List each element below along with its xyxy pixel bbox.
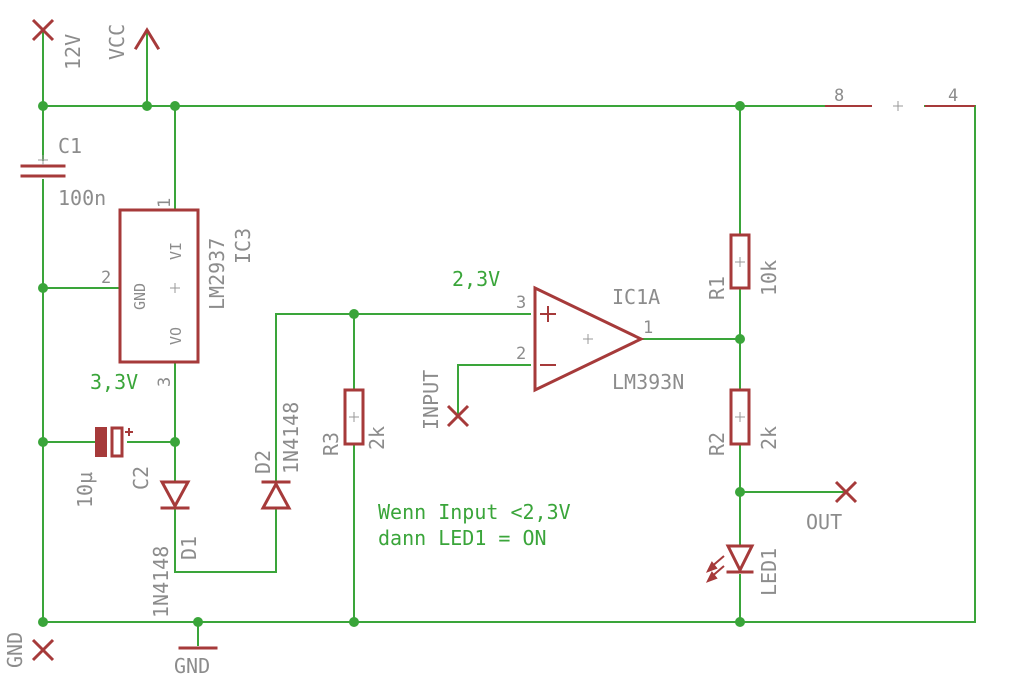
led-led1: LED1 [705, 544, 781, 596]
junction [142, 101, 152, 111]
supply-vcc: VCC [105, 24, 161, 60]
port-x-icon [834, 480, 858, 504]
junction [735, 334, 745, 344]
note-text: Wenn Input <2,3V dann LED1 = ON [378, 500, 571, 550]
ic3-pin-gnd: 2 [101, 268, 111, 288]
c1-value: 100n [58, 186, 106, 210]
net-label-3v3: 3,3V [90, 370, 138, 394]
ic3-label-vo: VO [167, 327, 185, 345]
led-light-arrow-icon [705, 571, 718, 583]
c2-name: C2 [129, 466, 153, 490]
label-out: OUT [806, 510, 842, 534]
port-input: INPUT [419, 370, 470, 430]
diode-triangle-icon [159, 480, 191, 510]
label-input: INPUT [419, 370, 443, 430]
port-out: OUT [806, 480, 858, 534]
diode-d2: D2 1N4148 [251, 402, 303, 510]
junction [735, 617, 745, 627]
c2-value: 10µ [73, 472, 97, 508]
ic1a-pin-minus: 2 [516, 344, 526, 364]
note-line-2: dann LED1 = ON [378, 526, 547, 550]
label-vcc: VCC [105, 24, 129, 60]
junction [170, 437, 180, 447]
d1-name: D1 [177, 536, 201, 560]
wire-ref [275, 313, 531, 481]
ic3-body [118, 208, 200, 364]
label-gnd-symbol: GND [174, 654, 210, 678]
junction [735, 101, 745, 111]
c2-positive-plate [110, 426, 124, 458]
junction [193, 617, 203, 627]
note-line-1: Wenn Input <2,3V [378, 500, 571, 524]
junctions [38, 101, 745, 627]
ic1a-pin-out: 1 [643, 318, 653, 338]
junction [38, 617, 48, 627]
resistor-r1: R1 10k [705, 233, 781, 300]
regulator-ic3: 1 2 3 VI GND VO LM2937 IC3 [101, 198, 255, 387]
r1-body [729, 233, 751, 290]
junction [170, 101, 180, 111]
gnd-symbol: GND [174, 646, 218, 678]
led1-name: LED1 [757, 548, 781, 596]
ic3-pin-vo: 3 [155, 377, 175, 387]
r3-name: R3 [319, 432, 343, 456]
r1-name: R1 [705, 276, 729, 300]
supply-gnd-left: GND [3, 632, 55, 668]
r1-value: 10k [757, 260, 781, 296]
comparator-triangle [533, 285, 645, 393]
label-gnd-left: GND [3, 632, 27, 668]
d2-name: D2 [251, 450, 275, 474]
r2-value: 2k [757, 426, 781, 450]
ic1-power-pins: 8 4 [825, 86, 975, 111]
pin-8-number: 8 [834, 86, 844, 106]
comparator-ic1a: 3 2 1 IC1A LM393N [516, 285, 684, 394]
d2-value: 1N4148 [279, 402, 303, 474]
resistor-r2: R2 2k [705, 388, 781, 456]
junction [38, 101, 48, 111]
vcc-arrow-icon [133, 27, 161, 51]
diode-triangle-icon [260, 480, 292, 510]
r3-body [343, 388, 365, 446]
r2-body [729, 388, 751, 446]
ic1a-pin-plus: 3 [516, 293, 526, 313]
d1-value: 1N4148 [149, 546, 173, 618]
capacitor-c1: C1 100n [20, 134, 106, 210]
diode-d1: D1 1N4148 [149, 480, 201, 618]
c2-negative-plate [95, 427, 107, 457]
pin-4-number: 4 [948, 86, 958, 106]
ic3-name: IC3 [231, 228, 255, 264]
junction [38, 283, 48, 293]
port-x-icon [31, 638, 55, 662]
capacitor-c2: 10µ C2 [73, 426, 153, 508]
led-light-arrow-icon [705, 561, 718, 573]
supply-12v: 12V [31, 18, 85, 70]
wire-d1-d2 [174, 509, 277, 573]
wire-input [457, 364, 531, 417]
net-label-2v3: 2,3V [452, 267, 500, 291]
ic3-pin-vi: 1 [155, 198, 175, 208]
port-x-icon [31, 18, 55, 42]
c1-name: C1 [58, 134, 82, 158]
label-12v: 12V [61, 34, 85, 70]
ic3-value: LM2937 [205, 238, 229, 310]
ic1a-value: LM393N [612, 370, 684, 394]
r2-name: R2 [705, 432, 729, 456]
r3-value: 2k [365, 426, 389, 450]
wire-pin4 [924, 105, 976, 623]
junction [349, 617, 359, 627]
resistor-r3: R3 2k [319, 388, 389, 456]
junction [38, 437, 48, 447]
ic1a-name: IC1A [612, 285, 660, 309]
junction [349, 309, 359, 319]
port-x-icon [446, 404, 470, 428]
junction [735, 487, 745, 497]
ic3-label-gnd: GND [131, 283, 149, 310]
ic3-label-vi: VI [167, 242, 185, 260]
led-triangle-icon [725, 544, 755, 574]
